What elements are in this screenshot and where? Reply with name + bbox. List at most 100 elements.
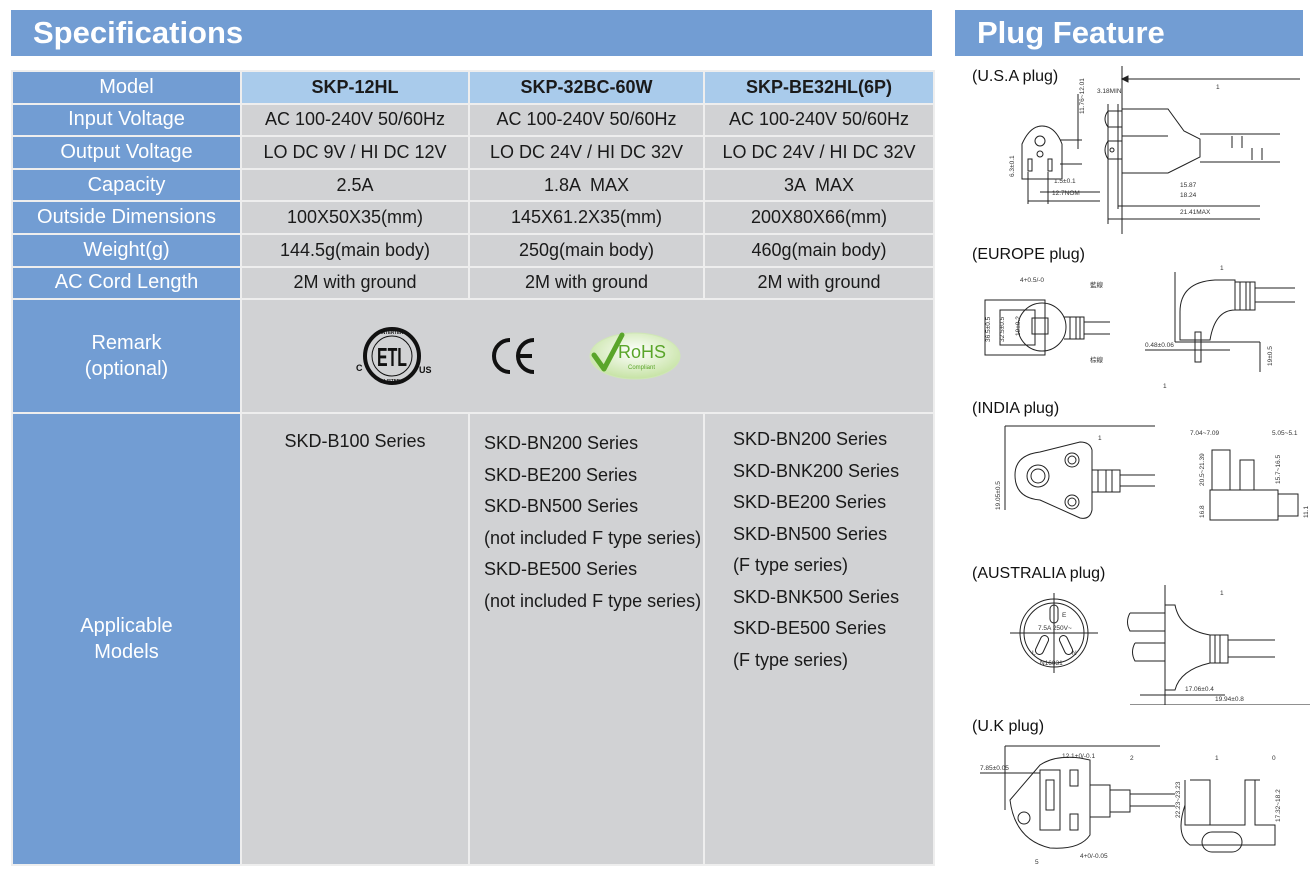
applicable-models-col-1: SKD-B100 Series: [240, 412, 470, 867]
india-plug-drawing: 7.04~7.09 5.05~5.1 20.5~21.39 15.7~16.5 …: [990, 420, 1310, 530]
list-item: SKD-BE500 Series: [733, 618, 887, 639]
list-item: SKD-BN200 Series: [733, 429, 888, 450]
list-item: SKD-BNK200 Series: [733, 460, 900, 481]
row-label: Weight(g): [11, 232, 242, 268]
apps-label-line2: Models: [94, 641, 159, 664]
row-label: Outside Dimensions: [11, 200, 242, 235]
svg-text:7.5A 250V~: 7.5A 250V~: [1038, 625, 1072, 632]
list-item: (not included F type series): [484, 590, 702, 611]
svg-text:12.1+0/-0.1: 12.1+0/-0.1: [1062, 753, 1095, 760]
svg-text:1: 1: [1098, 435, 1102, 442]
svg-text:1.5±0.1: 1.5±0.1: [1054, 178, 1076, 185]
table-row-weight: Weight(g) 144.5g(main body) 250g(main bo…: [11, 232, 935, 268]
table-row-capacity: Capacity 2.5A 1.8A MAX 3A MAX: [11, 167, 935, 203]
remark-label-line2: (optional): [84, 358, 169, 381]
row-label: Output Voltage: [11, 135, 242, 170]
table-cell: 1.8A MAX: [468, 167, 705, 203]
svg-text:21.41MAX: 21.41MAX: [1180, 209, 1211, 216]
apps-label-line1: Applicable: [80, 615, 173, 638]
table-row-input-voltage: Input Voltage AC 100-240V 50/60Hz AC 100…: [11, 102, 935, 138]
model-header: SKP-32BC-60W: [468, 70, 705, 105]
table-cell: LO DC 24V / HI DC 32V: [703, 135, 935, 170]
applicable-models-col-2: SKD-BN200 Series SKD-BE200 Series SKD-BN…: [468, 412, 705, 867]
india-plug-label: (INDIA plug): [972, 400, 1060, 417]
svg-text:32.5±0.5: 32.5±0.5: [999, 316, 1006, 342]
svg-text:E: E: [1062, 612, 1067, 619]
svg-text:0.48±0.06: 0.48±0.06: [1145, 342, 1174, 349]
model-header: SKP-12HL: [240, 70, 470, 105]
svg-text:1: 1: [1216, 84, 1220, 91]
table-cell: 200X80X66(mm): [703, 200, 935, 235]
remark-label-line1: Remark: [91, 332, 162, 355]
svg-text:20.5~21.39: 20.5~21.39: [1199, 453, 1206, 486]
rohs-compliant-icon: RoHS Compliant: [588, 331, 682, 381]
list-item: SKD-BE200 Series: [733, 492, 887, 513]
svg-text:N: N: [1072, 650, 1077, 657]
table-row-outside-dimensions: Outside Dimensions 100X50X35(mm) 145X61.…: [11, 200, 935, 235]
svg-text:2: 2: [1130, 755, 1134, 762]
svg-text:INTERTEK: INTERTEK: [380, 330, 403, 335]
certifications-cell: C ETL INTERTEK LISTED US: [240, 298, 935, 415]
svg-text:6.3±0.1: 6.3±0.1: [1009, 155, 1016, 177]
svg-text:7.04~7.09: 7.04~7.09: [1190, 430, 1219, 437]
svg-text:N16031: N16031: [1040, 660, 1063, 667]
svg-text:US: US: [419, 365, 432, 375]
svg-text:1: 1: [1163, 383, 1167, 390]
list-item: SKD-BNK500 Series: [733, 586, 900, 607]
svg-text:1: 1: [1215, 755, 1219, 762]
svg-text:19±0.5: 19±0.5: [1267, 346, 1274, 366]
svg-text:19±0.2: 19±0.2: [1015, 316, 1022, 336]
australia-plug-drawing: E L N 7.5A 250V~ N16031 17.06±0.4 19.94±…: [1010, 585, 1310, 705]
svg-text:36.5±0.5: 36.5±0.5: [985, 316, 992, 342]
table-cell: 144.5g(main body): [240, 232, 470, 268]
svg-text:17.32~18.2: 17.32~18.2: [1275, 789, 1282, 822]
svg-text:5.05~5.1: 5.05~5.1: [1272, 430, 1298, 437]
table-cell: 2M with ground: [240, 265, 470, 301]
australia-plug-label: (AUSTRALIA plug): [972, 565, 1106, 582]
table-cell: 2M with ground: [703, 265, 935, 301]
uk-plug-drawing: 7.85±0.05 12.1+0/-0.1 4+0/-0.05 5 2 22.2…: [980, 740, 1310, 870]
svg-text:4+0/-0.05: 4+0/-0.05: [1080, 853, 1108, 860]
svg-text:L: L: [1032, 650, 1036, 657]
model-header: SKP-BE32HL(6P): [703, 70, 935, 105]
svg-text:4+0.5/-0: 4+0.5/-0: [1020, 277, 1044, 284]
row-label-remark: Remark (optional): [11, 298, 242, 415]
ce-mark-icon: [488, 334, 538, 378]
table-cell: 2.5A: [240, 167, 470, 203]
table-row-model: Model SKP-12HL SKP-32BC-60W SKP-BE32HL(6…: [11, 70, 935, 105]
svg-text:C: C: [356, 363, 363, 373]
svg-text:18.24: 18.24: [1180, 192, 1197, 199]
svg-text:ETL: ETL: [377, 342, 407, 372]
table-cell: LO DC 24V / HI DC 32V: [468, 135, 705, 170]
svg-text:1: 1: [1220, 265, 1224, 272]
svg-text:19.05±0.5: 19.05±0.5: [995, 481, 1002, 510]
table-row-applicable-models: Applicable Models SKD-B100 Series SKD-BN…: [11, 412, 935, 867]
table-cell: 2M with ground: [468, 265, 705, 301]
list-item: (F type series): [733, 649, 849, 670]
svg-text:5: 5: [1035, 859, 1039, 866]
svg-text:LISTED: LISTED: [383, 378, 400, 383]
list-item: SKD-BE200 Series: [484, 464, 638, 485]
plug-feature-title: Plug Feature: [955, 10, 1303, 56]
table-cell: LO DC 9V / HI DC 12V: [240, 135, 470, 170]
svg-text:3.18MIN: 3.18MIN: [1097, 88, 1122, 95]
svg-text:RoHS: RoHS: [618, 342, 666, 362]
svg-text:19.94±0.8: 19.94±0.8: [1215, 696, 1244, 703]
svg-text:17.06±0.4: 17.06±0.4: [1185, 686, 1214, 693]
list-item: SKD-BN200 Series: [484, 433, 639, 454]
etl-listed-icon: C ETL INTERTEK LISTED US: [354, 323, 438, 389]
svg-text:22.23~23.23: 22.23~23.23: [1175, 781, 1182, 818]
svg-text:7.85±0.05: 7.85±0.05: [980, 765, 1009, 772]
uk-plug-label: (U.K plug): [972, 718, 1045, 735]
table-cell: AC 100-240V 50/60Hz: [468, 102, 705, 138]
list-item: SKD-B100 Series: [284, 431, 426, 452]
row-label: AC Cord Length: [11, 265, 242, 301]
svg-text:藍線: 藍線: [1090, 280, 1104, 289]
usa-plug-drawing: 3.18MIN 15.87 18.24 21.41MAX 1.5±0.1 12.…: [1000, 64, 1300, 234]
list-item: SKD-BN500 Series: [484, 496, 639, 517]
table-cell: 250g(main body): [468, 232, 705, 268]
table-cell: AC 100-240V 50/60Hz: [240, 102, 470, 138]
europe-plug-label: (EUROPE plug): [972, 246, 1085, 263]
svg-text:1: 1: [1220, 590, 1224, 597]
svg-text:12.7NOM: 12.7NOM: [1052, 190, 1080, 197]
